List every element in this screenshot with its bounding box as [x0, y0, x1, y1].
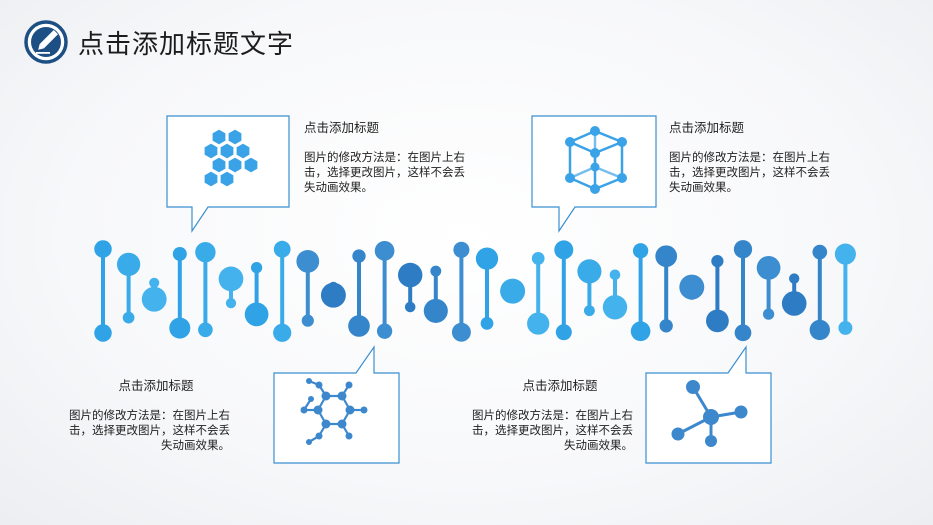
helix-node: [122, 311, 135, 324]
helix-node: [554, 240, 574, 260]
helix-node: [609, 269, 621, 281]
helix-node: [475, 247, 499, 270]
helix-node: [94, 324, 112, 342]
helix-node: [376, 323, 393, 339]
helix-node: [172, 246, 187, 261]
helix-node: [250, 261, 263, 274]
text-block-4: 点击添加标题 图片的修改方法是：在图片上右击，选择更改图片，这样不会丢失动画效果…: [455, 375, 635, 453]
helix-node: [686, 289, 697, 300]
helix-node: [423, 298, 448, 323]
helix-node: [809, 319, 830, 341]
helix-node: [734, 324, 752, 342]
text-block-3: 点击添加标题 图片的修改方法是：在图片上右击，选择更改图片，这样不会丢失动画效果…: [60, 375, 232, 453]
helix-node: [781, 291, 807, 316]
callout-box-cube: [531, 115, 657, 233]
helix-node: [834, 243, 856, 265]
page-title: 点击添加标题文字: [78, 29, 295, 60]
helix-node: [397, 262, 423, 288]
helix-node: [149, 277, 160, 288]
helix-node: [273, 240, 291, 258]
helix-node: [531, 252, 545, 265]
block-heading: 点击添加标题: [669, 120, 745, 135]
helix-node: [480, 317, 494, 330]
molecule-node-icon: [671, 380, 748, 447]
block-heading: 点击添加标题: [304, 120, 380, 135]
helix-node: [301, 314, 314, 327]
helix-node: [762, 308, 775, 320]
helix-node: [404, 301, 416, 313]
helix-node: [352, 249, 366, 263]
helix-node: [328, 281, 339, 292]
molecule-ring-icon: [300, 378, 368, 445]
helix-node: [577, 259, 602, 284]
helix-node: [225, 297, 237, 309]
text-block-1: 点击添加标题 图片的修改方法是：在图片上右击，选择更改图片，这样不会丢失动画效果…: [304, 117, 479, 195]
helix-node: [711, 255, 724, 268]
helix-node: [756, 255, 781, 280]
helix-node: [789, 273, 800, 284]
helix-node: [198, 322, 213, 338]
helix-node: [195, 242, 216, 263]
block-heading: 点击添加标题: [522, 378, 598, 393]
helix-node: [838, 320, 853, 335]
callout-box-molecule-ring: [273, 345, 400, 464]
helix-node: [812, 244, 828, 260]
helix-node: [733, 240, 753, 259]
pencil-icon: [24, 20, 68, 64]
helix-node: [273, 323, 292, 342]
hexagons-icon: [203, 128, 259, 188]
helix-node: [655, 245, 678, 268]
callout-box-hexagons: [166, 115, 290, 233]
helix-node: [527, 312, 550, 335]
helix-node: [679, 274, 705, 300]
helix-node: [320, 282, 346, 308]
block-body: 图片的修改方法是：在图片上右击，选择更改图片，这样不会丢失动画效果。: [669, 150, 830, 194]
helix-node: [706, 309, 729, 333]
helix-node: [453, 241, 470, 258]
helix-node: [296, 249, 320, 273]
helix-node: [169, 317, 191, 339]
helix-node: [659, 319, 673, 333]
header: 点击添加标题文字: [24, 18, 294, 66]
helix-node: [507, 285, 518, 296]
block-heading: 点击添加标题: [118, 378, 194, 393]
helix-node: [141, 286, 167, 312]
callout-box-molecule-node: [645, 345, 772, 464]
helix-node: [244, 302, 269, 327]
helix-node: [602, 295, 628, 320]
helix-node: [583, 305, 595, 317]
helix-node: [430, 265, 442, 277]
text-block-2: 点击添加标题 图片的修改方法是：在图片上右击，选择更改图片，这样不会丢失动画效果…: [669, 117, 844, 195]
block-body: 图片的修改方法是：在图片上右击，选择更改图片，这样不会丢失动画效果。: [304, 150, 465, 194]
helix-node: [94, 240, 112, 258]
helix-node: [451, 322, 471, 342]
block-body: 图片的修改方法是：在图片上右击，选择更改图片，这样不会丢失动画效果。: [69, 408, 230, 452]
helix-node: [632, 243, 649, 259]
helix-node: [218, 266, 244, 292]
helix-node: [348, 315, 370, 337]
helix-node: [630, 321, 651, 342]
helix-node: [374, 240, 395, 261]
helix-node: [116, 252, 141, 277]
helix-node: [555, 324, 572, 341]
block-body: 图片的修改方法是：在图片上右击，选择更改图片，这样不会丢失动画效果。: [472, 408, 633, 452]
